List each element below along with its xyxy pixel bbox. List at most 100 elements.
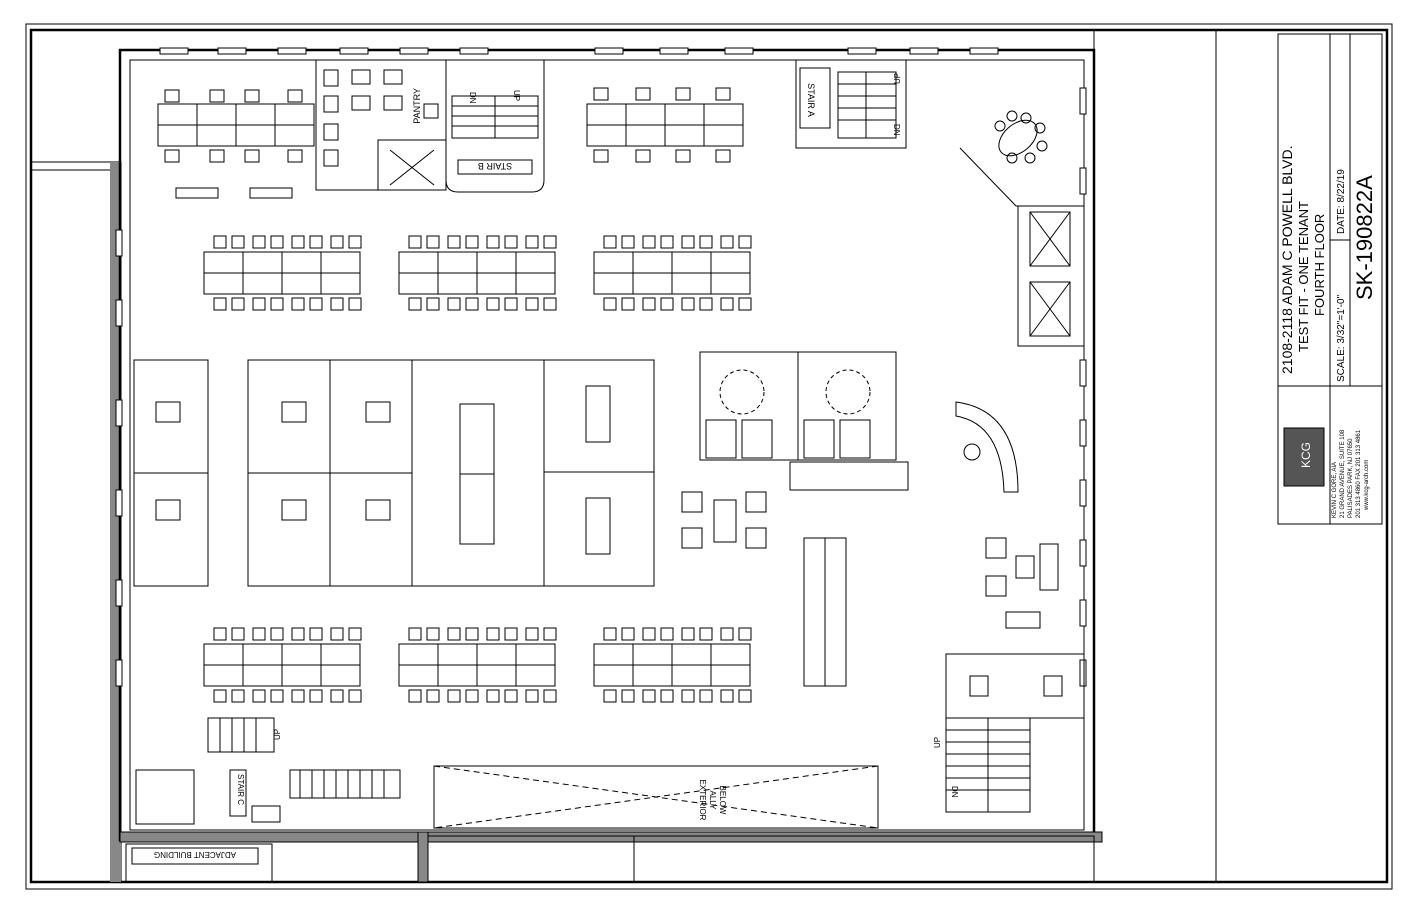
monitor (660, 627, 674, 641)
tb-project: TEST FIT - ONE TENANT (1296, 201, 1311, 352)
monitor (621, 627, 635, 641)
chair (447, 297, 461, 311)
lounge-seating (681, 491, 767, 549)
chair (291, 297, 305, 311)
inner-border (29, 28, 1389, 884)
conference-top-right (959, 110, 1084, 207)
stair-a (795, 59, 907, 149)
chair (603, 235, 617, 249)
chair (408, 689, 422, 703)
monitor (543, 235, 557, 249)
monitor (660, 689, 674, 703)
monitor (465, 627, 479, 641)
pantry-label: PANTRY (412, 88, 422, 124)
monitor (543, 627, 557, 641)
chair (603, 297, 617, 311)
stair-bottom-right (945, 653, 1085, 813)
outer-border (25, 23, 1393, 890)
workstation-row-lower (203, 643, 751, 687)
tb-sheet-number: SK-190822A (1352, 175, 1377, 300)
chair (291, 627, 305, 641)
left-windows (115, 229, 123, 687)
workstation-cluster-top-center (586, 87, 744, 163)
chair (642, 235, 656, 249)
adjacent-label-box (131, 847, 259, 865)
workstation-row-upper (203, 251, 751, 295)
stair-a-up: UP (893, 73, 902, 84)
pantry-room (315, 59, 447, 191)
monitor (348, 235, 362, 249)
stair-b (445, 59, 545, 193)
restrooms (699, 351, 909, 491)
chair (213, 297, 227, 311)
tb-floor: FOURTH FLOOR (1312, 214, 1327, 316)
stair-b-up: UP (512, 90, 521, 101)
chair (603, 627, 617, 641)
monitor (426, 689, 440, 703)
chair (330, 689, 344, 703)
tb-scale: SCALE: 3/32"=1'-0" (1336, 294, 1347, 382)
long-table (803, 537, 847, 687)
monitor (738, 689, 752, 703)
monitor (543, 689, 557, 703)
monitor (543, 297, 557, 311)
chair (447, 235, 461, 249)
chair (681, 689, 695, 703)
monitor (621, 235, 635, 249)
monitor (465, 297, 479, 311)
chair (681, 627, 695, 641)
tb-firm-phone: 201 313 4860 FAX 201 313 4861 (1356, 429, 1362, 518)
monitor (738, 627, 752, 641)
chair (408, 627, 422, 641)
stair-b-label: STAIR B (478, 161, 512, 171)
monitor (699, 235, 713, 249)
monitor (270, 689, 284, 703)
chair (213, 235, 227, 249)
elevators (1017, 205, 1085, 347)
chair (252, 627, 266, 641)
monitor (309, 235, 323, 249)
tb-logo: KCG (1299, 442, 1313, 468)
monitor (348, 627, 362, 641)
monitor (504, 235, 518, 249)
tb-firm-address: 21 GRAND AVENUE, SUITE 108 (1340, 429, 1346, 518)
chair (291, 235, 305, 249)
chair (525, 627, 539, 641)
adjacent-label: ADJACENT BUILDING (154, 850, 236, 859)
chair (681, 297, 695, 311)
chair (330, 627, 344, 641)
chair (486, 627, 500, 641)
reception-desk (955, 401, 1019, 493)
monitor (231, 627, 245, 641)
exterior-label-3: BELOW (718, 786, 727, 815)
chair (408, 297, 422, 311)
chair (642, 297, 656, 311)
monitor (426, 235, 440, 249)
monitor (348, 297, 362, 311)
top-windows (159, 47, 999, 55)
monitor (738, 235, 752, 249)
chair (213, 689, 227, 703)
monitor (660, 235, 674, 249)
chair (486, 297, 500, 311)
chair (720, 689, 734, 703)
bottom-stair-run (289, 769, 401, 799)
monitor (426, 627, 440, 641)
chair (291, 689, 305, 703)
monitor (699, 297, 713, 311)
exterior-alley (433, 765, 879, 829)
workstation-chairs (213, 235, 752, 703)
monitor (309, 297, 323, 311)
monitor (465, 235, 479, 249)
private-offices (133, 359, 413, 587)
chair (330, 235, 344, 249)
tb-address: 2108-2118 ADAM C POWELL BLVD. (1279, 145, 1295, 374)
workstation-cluster-top-left (157, 89, 315, 199)
monitor (621, 689, 635, 703)
chair (525, 689, 539, 703)
chair (642, 627, 656, 641)
chair (252, 235, 266, 249)
stair-c-label: STAIR C (236, 774, 245, 805)
adjacent-building-left (30, 161, 122, 883)
